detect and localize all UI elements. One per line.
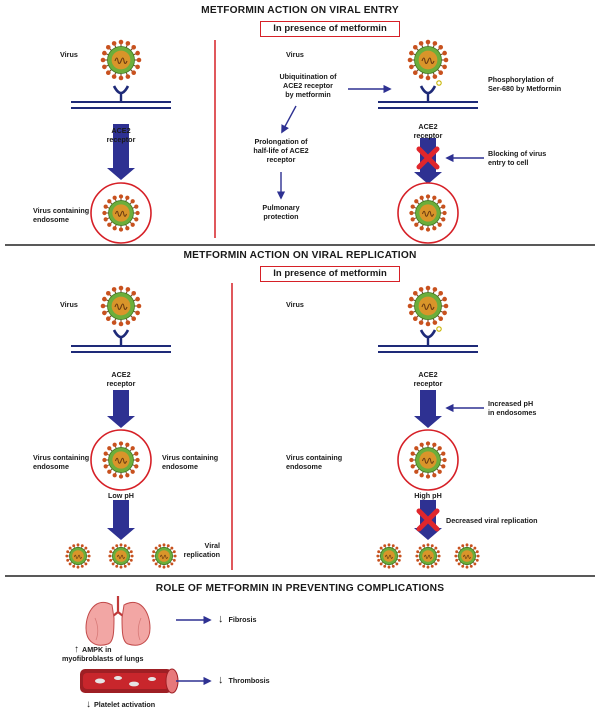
receptor-replication-left	[71, 329, 171, 353]
down-arrow-icon	[218, 676, 229, 685]
virus-entry-left	[100, 39, 142, 81]
label-fibrosis: Fibrosis	[218, 615, 256, 624]
virus-progeny-right-2	[415, 543, 441, 569]
label-virus-entry-right: Virus	[286, 50, 304, 59]
arrow-to-prolongation	[281, 105, 297, 134]
entry-presence-label: In presence of metformin	[260, 21, 400, 37]
virus-progeny-left-1	[65, 543, 91, 569]
lungs-illustration	[85, 596, 151, 646]
label-virus-replication-right: Virus	[286, 300, 304, 309]
endosome-replication-left	[90, 429, 152, 491]
virus-progeny-right-3	[454, 543, 480, 569]
label-decreased-replication: Decreased viral replication	[446, 516, 538, 525]
label-low-ph: Low pH	[108, 491, 134, 500]
receptor-replication-right	[378, 329, 478, 353]
thick-arrow-replication-left-1	[107, 390, 135, 428]
replication-presence-label: In presence of metformin	[260, 266, 400, 282]
virus-entry-right	[407, 39, 449, 86]
virus-progeny-left-3	[151, 543, 177, 569]
receptor-entry-right	[378, 85, 478, 109]
label-virus-entry-left: Virus	[60, 50, 78, 59]
replication-section-title: METFORMIN ACTION ON VIRAL REPLICATION	[183, 250, 417, 261]
label-thrombosis: Thrombosis	[218, 676, 270, 685]
down-arrow-icon	[86, 700, 94, 709]
virus-progeny-right-1	[376, 543, 402, 569]
entry-section-title: METFORMIN ACTION ON VIRAL ENTRY	[201, 5, 399, 16]
label-high-ph: High pH	[414, 491, 442, 500]
thick-arrow-replication-right-1	[414, 390, 442, 428]
thick-arrow-entry-left	[107, 124, 135, 180]
label-virus-replication-left: Virus	[60, 300, 78, 309]
up-arrow-icon	[74, 645, 82, 654]
blood-vessel-illustration	[80, 668, 179, 694]
virus-progeny-left-2	[108, 543, 134, 569]
endosome-entry-left	[90, 182, 152, 244]
block-cross-entry	[416, 146, 440, 170]
label-platelet: Platelet activation	[86, 700, 155, 709]
receptor-entry-left	[71, 85, 171, 109]
virus-replication-right	[407, 285, 449, 332]
down-arrow-icon	[218, 615, 229, 624]
virus-replication-left	[100, 285, 142, 327]
block-cross-replication	[416, 508, 440, 532]
endosome-replication-right	[397, 429, 459, 491]
endosome-entry-right	[397, 182, 459, 244]
thick-arrow-replication-left-2	[107, 500, 135, 540]
complications-section-title: ROLE OF METFORMIN IN PREVENTING COMPLICA…	[155, 583, 445, 594]
